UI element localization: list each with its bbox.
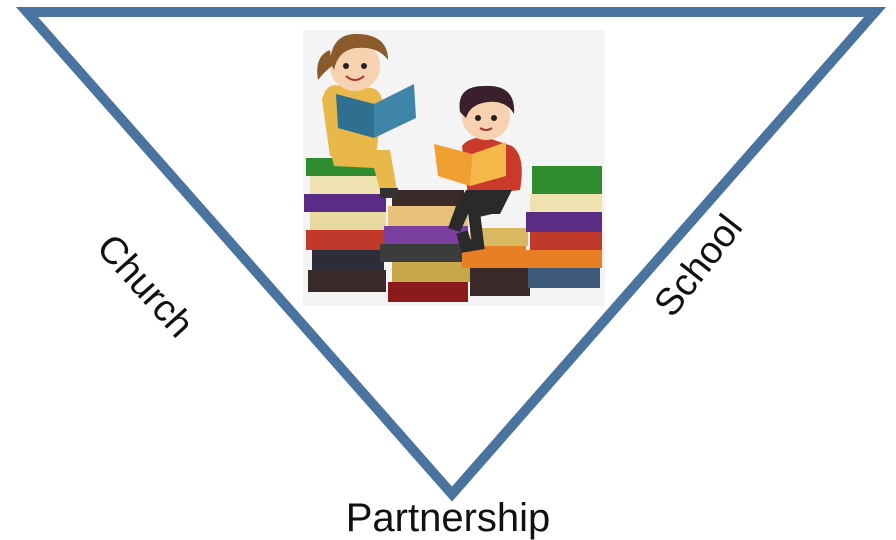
right-book-stack: [524, 166, 602, 288]
left-book-stack: [304, 158, 386, 292]
middle-book-stack: [380, 190, 530, 302]
girl-book-icon: [336, 94, 374, 138]
partnership-label: Partnership: [345, 496, 551, 540]
boy-book-icon: [434, 144, 472, 186]
boy-reading-figure: [434, 85, 522, 253]
children-reading-illustration: [303, 30, 605, 306]
girl-reading-figure: [317, 33, 416, 198]
